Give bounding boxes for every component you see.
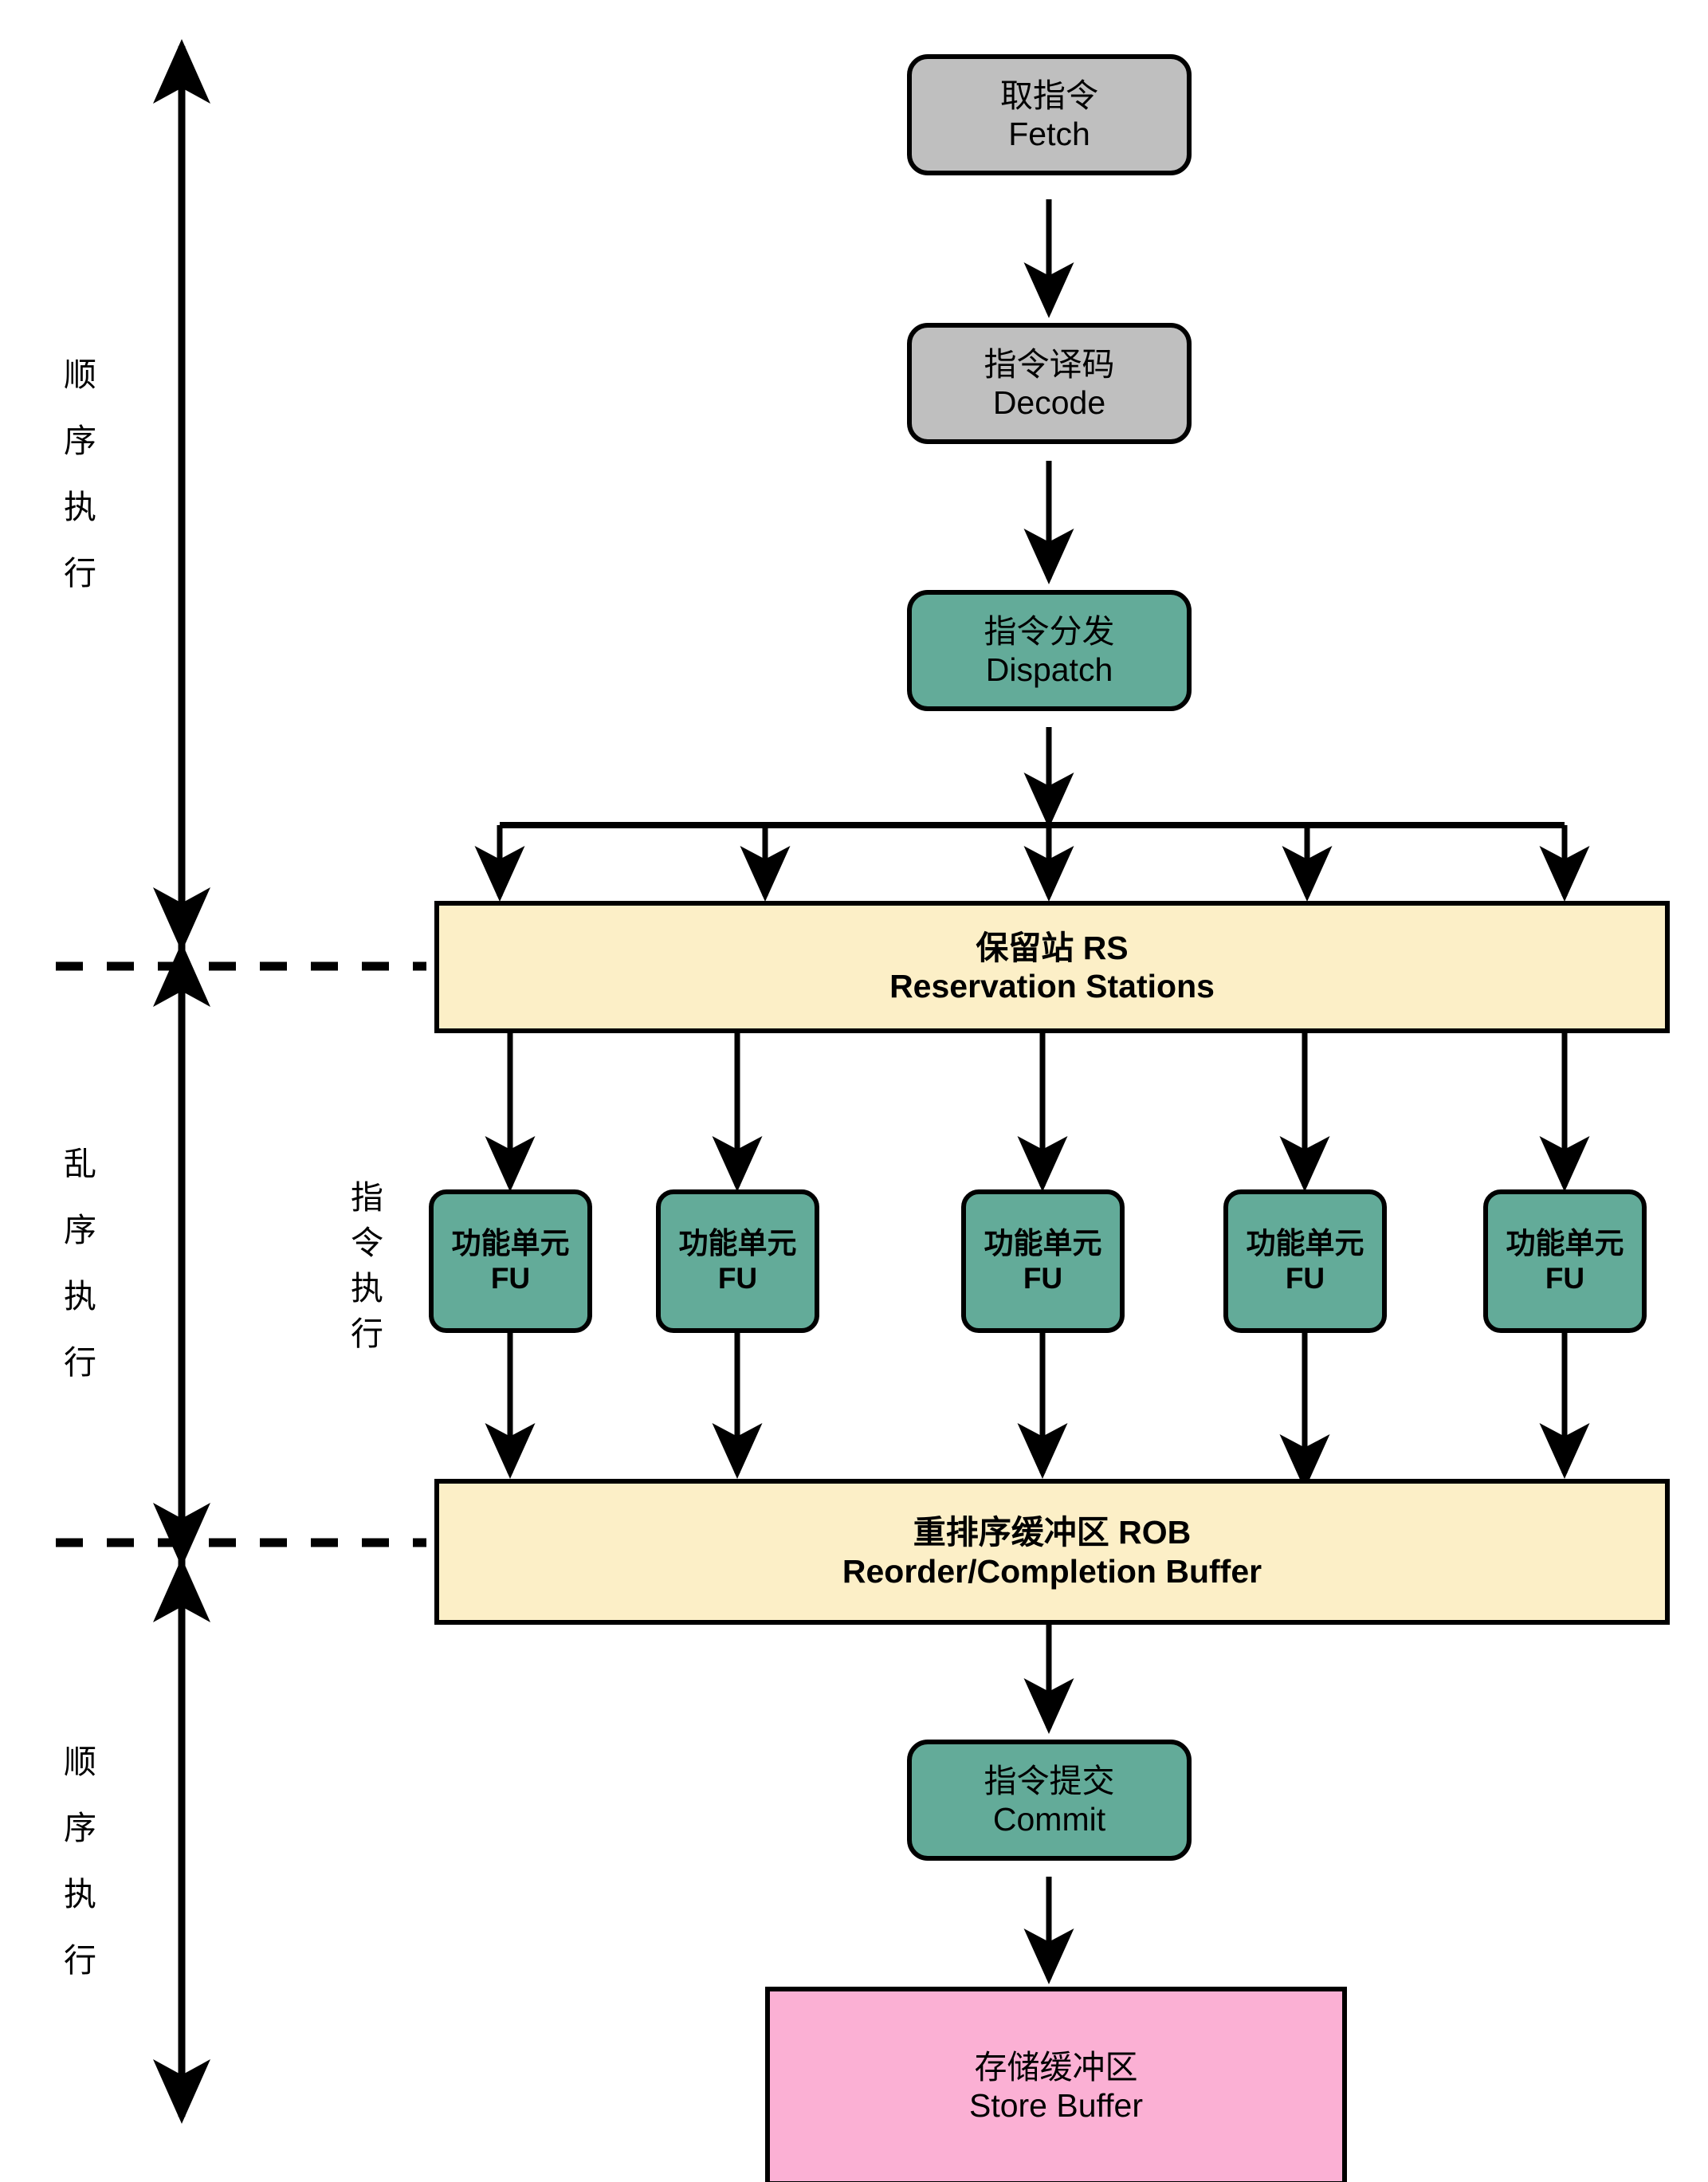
phase-label-in-order-bottom: 顺 序 执 行 [64,1746,96,1977]
phase-label-char: 序 [64,1212,96,1248]
functional-unit-2[interactable]: 功能单元 FU [656,1189,819,1333]
fu-1-label-en: FU [490,1262,531,1295]
stage-decode-label-en: Decode [992,384,1106,421]
buffer-reorder-completion[interactable]: 重排序缓冲区 ROB Reorder/Completion Buffer [434,1479,1670,1625]
stage-dispatch-label-en: Dispatch [985,651,1113,688]
dispatch-fanout-bus [474,822,1590,902]
exec-label-char: 行 [351,1315,383,1352]
phase-label-char: 执 [64,489,96,525]
stage-fetch-label-en: Fetch [1008,116,1090,152]
fu-5-label-zh: 功能单元 [1506,1227,1624,1260]
edges-fu-to-rob [485,1333,1590,1490]
phase-label-char: 执 [64,1278,96,1315]
stage-decode-label-zh: 指令译码 [984,345,1115,383]
fu-3-label-zh: 功能单元 [984,1227,1102,1260]
phase-label-char: 执 [64,1876,96,1913]
phase-label-char: 序 [64,1810,96,1846]
stage-decode[interactable]: 指令译码 Decode [907,323,1192,444]
phase-label-char: 行 [64,1942,96,1979]
exec-label-char: 令 [351,1225,383,1261]
phase-label-char: 行 [64,555,96,592]
fu-3-label-en: FU [1023,1262,1063,1295]
stage-dispatch-label-zh: 指令分发 [984,612,1115,650]
stage-commit-label-zh: 指令提交 [984,1762,1115,1799]
stage-fetch[interactable]: 取指令 Fetch [907,54,1192,175]
phase-label-char: 顺 [64,356,96,393]
exec-label-char: 指 [351,1179,383,1216]
fu-2-label-en: FU [717,1262,758,1295]
phase-divider-dashed [56,961,426,1547]
fu-5-label-en: FU [1545,1262,1585,1295]
phase-label-char: 顺 [64,1744,96,1780]
store-buffer-label-en: Store Buffer [968,2087,1144,2124]
stage-commit[interactable]: 指令提交 Commit [907,1740,1192,1861]
rs-label-zh: 保留站 RS [976,929,1129,966]
functional-unit-1[interactable]: 功能单元 FU [429,1189,592,1333]
phase-label-char: 序 [64,423,96,459]
buffer-store[interactable]: 存储缓冲区 Store Buffer [765,1987,1347,2182]
fu-4-label-zh: 功能单元 [1246,1227,1364,1260]
fu-1-label-zh: 功能单元 [451,1227,570,1260]
stage-commit-label-en: Commit [992,1801,1106,1838]
fu-2-label-zh: 功能单元 [678,1227,797,1260]
stage-fetch-label-zh: 取指令 [1000,77,1098,114]
rob-label-zh: 重排序缓冲区 ROB [913,1514,1192,1551]
functional-unit-4[interactable]: 功能单元 FU [1223,1189,1387,1333]
stage-dispatch[interactable]: 指令分发 Dispatch [907,590,1192,711]
functional-unit-5[interactable]: 功能单元 FU [1483,1189,1647,1333]
phase-label-char: 乱 [64,1146,96,1182]
fu-4-label-en: FU [1285,1262,1325,1295]
edges-rs-to-fu [485,1033,1590,1192]
buffer-reservation-stations[interactable]: 保留站 RS Reservation Stations [434,901,1670,1033]
rob-label-en: Reorder/Completion Buffer [842,1552,1262,1590]
store-buffer-label-zh: 存储缓冲区 [974,2048,1138,2086]
phase-label-char: 行 [64,1344,96,1381]
exec-label-char: 执 [351,1270,383,1307]
phase-label-in-order-top: 顺 序 执 行 [64,359,96,590]
rs-label-en: Reservation Stations [889,968,1215,1005]
label-instruction-execution: 指 令 执 行 [351,1181,383,1350]
functional-unit-3[interactable]: 功能单元 FU [961,1189,1125,1333]
phase-label-out-of-order: 乱 序 执 行 [64,1148,96,1379]
